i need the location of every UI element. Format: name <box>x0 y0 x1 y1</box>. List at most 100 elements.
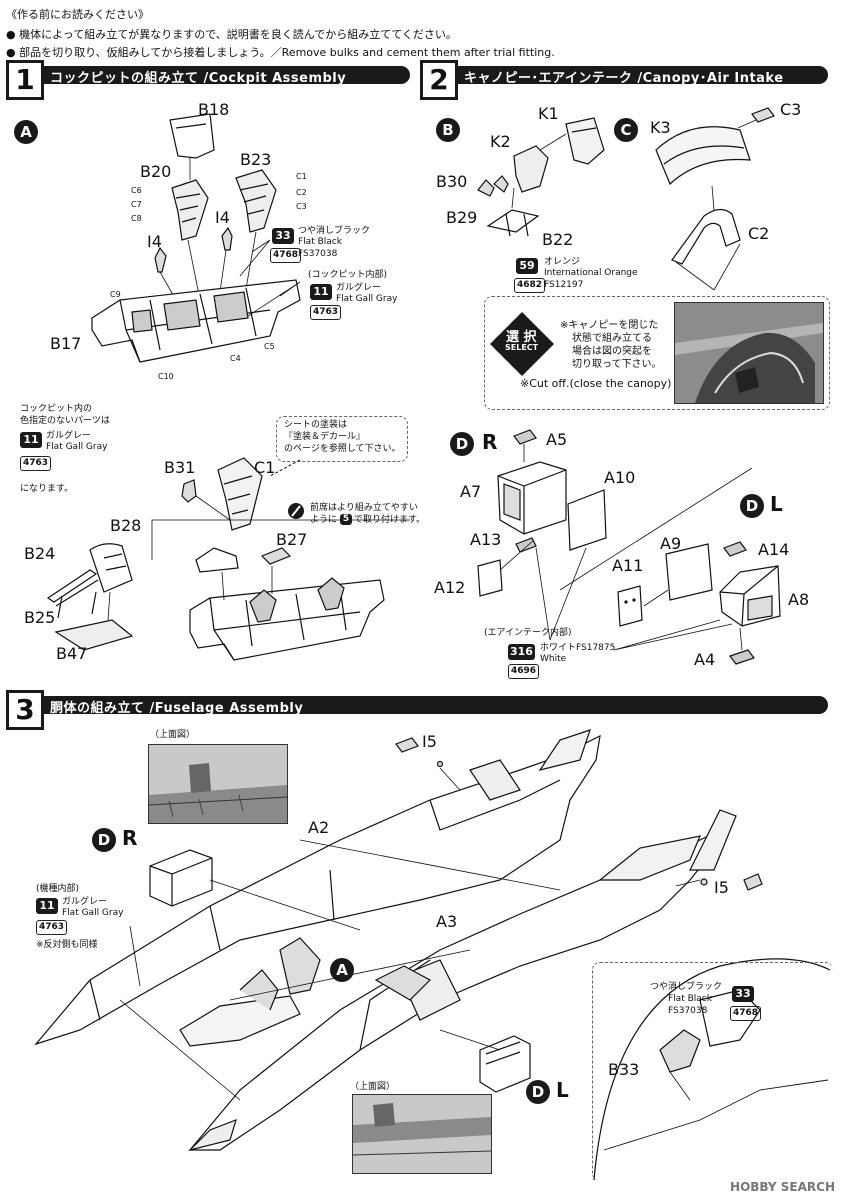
top-view-photo-lower <box>352 1094 492 1174</box>
color-name-en-orange: International Orange <box>544 268 638 278</box>
part-b25: B25 <box>24 608 56 627</box>
paint-number-4763: 4763 <box>310 305 342 320</box>
b33-paint-4768: 4768 <box>730 1006 762 1021</box>
part-a9: A9 <box>660 534 682 553</box>
part-b47: B47 <box>56 644 88 663</box>
fuselage-paint-4763: 4763 <box>36 920 68 935</box>
b33-color-code-33: 33 <box>732 986 754 1002</box>
part-c9: C9 <box>110 290 121 299</box>
part-b30: B30 <box>436 172 468 191</box>
color-code-59: 59 <box>516 258 538 274</box>
part-b33: B33 <box>608 1060 640 1079</box>
intro-header: 《作る前にお読みください》 <box>6 8 149 21</box>
part-a7: A7 <box>460 482 482 501</box>
part-a12: A12 <box>434 578 466 597</box>
part-b28: B28 <box>110 516 142 535</box>
sub-a-circle: A <box>14 120 38 144</box>
step1-header: コックピットの組み立て /Cockpit Assembly <box>14 66 410 86</box>
sub-d-circle-right: D <box>450 432 474 456</box>
color-name-en-gull-gray: Flat Gall Gray <box>336 294 398 304</box>
part-a14: A14 <box>758 540 790 559</box>
part-b22: B22 <box>542 230 574 249</box>
part-c2: C2 <box>296 188 307 197</box>
step3-header: 胴体の組み立て /Fuselage Assembly <box>14 696 828 716</box>
step2-title: キャノピー･エアインテーク /Canopy･Air Intake <box>464 71 784 86</box>
select-note-4: 切り取って下さい。 <box>572 359 662 370</box>
fuselage-sub-d-right: D <box>92 828 116 852</box>
intake-side-left: L <box>770 492 783 516</box>
left-color-ja: ガルグレー <box>46 431 92 441</box>
color-name-en-white: White <box>540 654 567 664</box>
part-b31: B31 <box>164 458 196 477</box>
part-a5: A5 <box>546 430 568 449</box>
nose-inside-label: (機種内部) <box>36 884 80 894</box>
step2-header: キャノピー･エアインテーク /Canopy･Air Intake <box>428 66 828 86</box>
top-view-label-upper: （上面図） <box>150 730 196 740</box>
part-k1: K1 <box>538 104 559 123</box>
top-view-photo-upper <box>148 744 288 824</box>
left-paint-4763: 4763 <box>20 456 52 471</box>
b33-color-ja: つや消しブラック <box>650 982 723 992</box>
fuselage-color-ja: ガルグレー <box>62 897 108 907</box>
select-label-en: SELECT <box>505 343 539 352</box>
part-i4-right: I4 <box>215 208 230 227</box>
part-k3: K3 <box>650 118 671 137</box>
cockpit-note-1: コックピット内の <box>20 404 93 414</box>
part-c1: C1 <box>296 172 307 181</box>
part-b27: B27 <box>276 530 308 549</box>
cockpit-inside-label: (コックピット内部) <box>308 270 388 280</box>
intro-line-2: ● 部品を切り取り、仮組みしてから接着しましょう。／Remove bulks a… <box>6 46 555 59</box>
part-c2: C2 <box>748 224 770 243</box>
cockpit-note-3: になります。 <box>20 484 74 494</box>
part-c1-seat: C1 <box>254 458 276 477</box>
seat-note-2: 『塗装＆デカール』 <box>284 432 366 442</box>
watermark: HOBBY SEARCH <box>730 1180 835 1194</box>
top-view-label-lower: （上面図） <box>350 1082 396 1092</box>
part-c3: C3 <box>780 100 802 119</box>
fuselage-color-code-11: 11 <box>36 898 58 914</box>
color-name-ja-white: ホワイト <box>540 643 577 653</box>
fuselage-side-left: L <box>556 1078 569 1102</box>
seat-note-1: シートの塗装は <box>284 420 348 430</box>
part-a11: A11 <box>612 556 644 575</box>
part-i5-upper: I5 <box>422 732 437 751</box>
part-c6: C6 <box>131 186 142 195</box>
sub-d-circle-left: D <box>740 494 764 518</box>
fuselage-side-right: R <box>122 826 138 850</box>
color-code-33: 33 <box>272 228 294 244</box>
step1-title: コックピットの組み立て /Cockpit Assembly <box>50 71 347 86</box>
part-c7: C7 <box>131 200 142 209</box>
front-seat-step-ref: 5 <box>340 514 352 525</box>
part-i5-tail: I5 <box>714 878 729 897</box>
b33-color-en: Flat Black <box>668 994 712 1004</box>
select-note-en: ※Cut off.(close the canopy) <box>520 377 672 390</box>
canopy-photo <box>674 302 824 404</box>
color-code-11: 11 <box>310 284 332 300</box>
part-b23: B23 <box>240 150 272 169</box>
part-a2: A2 <box>308 818 330 837</box>
intake-side-right: R <box>482 430 498 454</box>
fs-code-37038: FS37038 <box>298 249 338 259</box>
fuselage-sub-a: A <box>330 958 354 982</box>
part-a13: A13 <box>470 530 502 549</box>
part-k2: K2 <box>490 132 511 151</box>
seat-paint-note-box <box>276 416 408 462</box>
part-a4: A4 <box>694 650 716 669</box>
sub-b-circle: B <box>436 118 460 142</box>
cockpit-note-2: 色指定のないパーツは <box>20 416 110 426</box>
opposite-side-note: ※反対側も同様 <box>36 940 98 950</box>
front-seat-note-2a: ように <box>310 515 338 525</box>
part-b29: B29 <box>446 208 478 227</box>
left-color-code-11: 11 <box>20 432 42 448</box>
intro-line-1: ● 機体によって組み立てが異なりますので、説明書を良く読んでから組み立ててくださ… <box>6 28 457 41</box>
part-a3: A3 <box>436 912 458 931</box>
part-i4-left: I4 <box>147 232 162 251</box>
color-name-ja-flat-black: つや消しブラック <box>298 226 371 236</box>
part-b20: B20 <box>140 162 172 181</box>
